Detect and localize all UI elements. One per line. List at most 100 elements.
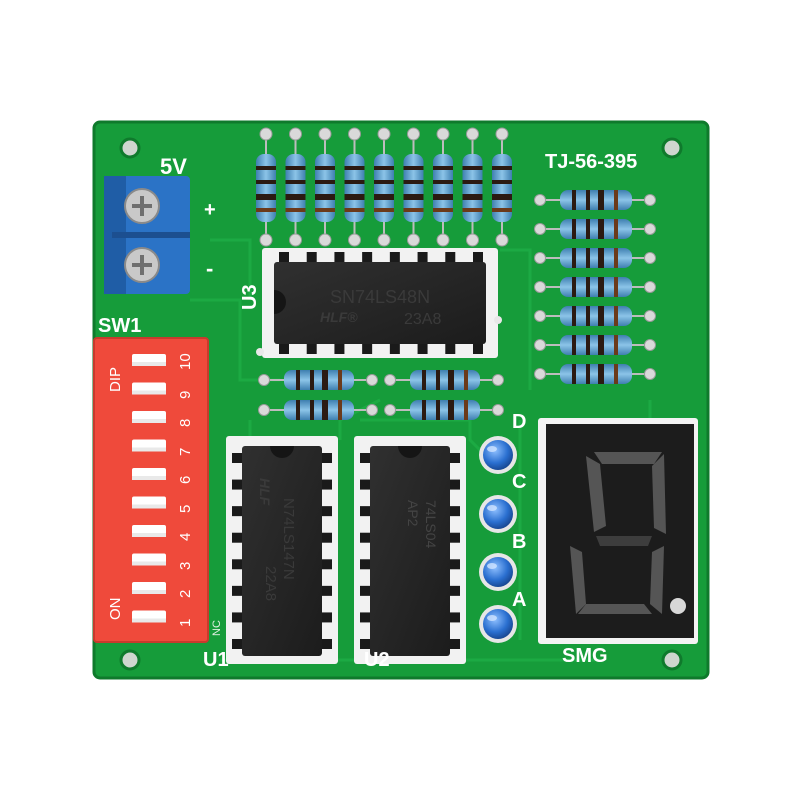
segment-e bbox=[570, 546, 586, 614]
resistor bbox=[492, 127, 512, 247]
mounting-hole-top-right bbox=[661, 137, 683, 159]
switch-ref-label: SW1 bbox=[98, 315, 142, 337]
resistor bbox=[433, 127, 453, 247]
dip-number: 3 bbox=[177, 561, 194, 570]
chip-pin bbox=[232, 559, 246, 570]
mounting-hole-bottom-right bbox=[661, 649, 683, 671]
chip-pin bbox=[306, 340, 317, 354]
led bbox=[479, 553, 517, 591]
u3-part-number: SN74LS48N bbox=[330, 287, 431, 307]
chip-pin bbox=[445, 340, 456, 354]
display-ref-label: SMG bbox=[562, 645, 608, 667]
resistor bbox=[256, 127, 276, 247]
led bbox=[479, 436, 517, 474]
chip-pin bbox=[318, 453, 332, 463]
chip-pin bbox=[279, 340, 289, 354]
chip-pin bbox=[389, 340, 400, 354]
u3-ref-label: U3 bbox=[239, 284, 261, 310]
chip-u1 bbox=[226, 436, 338, 664]
chip-pin bbox=[446, 479, 460, 490]
power-minus-label: - bbox=[206, 256, 214, 281]
resistor bbox=[534, 277, 656, 297]
dip-number: 8 bbox=[177, 418, 194, 427]
chip-pin bbox=[473, 340, 483, 354]
dip-number: 2 bbox=[177, 589, 194, 598]
dip-number: 9 bbox=[177, 390, 194, 399]
chip-pin bbox=[232, 585, 246, 596]
chip-pin bbox=[334, 340, 345, 354]
segment-f bbox=[586, 456, 606, 532]
dip-number: 5 bbox=[177, 504, 194, 513]
chip-pin bbox=[334, 252, 345, 266]
chip-pin bbox=[446, 453, 460, 463]
chip-pin bbox=[446, 559, 460, 570]
dip-number: 7 bbox=[177, 447, 194, 456]
chip-pin bbox=[360, 479, 374, 490]
chip-pin bbox=[362, 340, 373, 354]
dip-number: 4 bbox=[177, 532, 194, 541]
chip-pin bbox=[446, 639, 460, 649]
resistor bbox=[534, 190, 656, 210]
chip-pin bbox=[318, 559, 332, 570]
pad-via bbox=[494, 316, 502, 324]
resistor bbox=[534, 335, 656, 355]
resistor-array-right bbox=[534, 190, 656, 384]
chip-pin bbox=[318, 532, 332, 543]
u1-ref-label: U1 bbox=[203, 649, 229, 671]
u2-ref-label: U2 bbox=[364, 649, 390, 671]
seven-segment-display bbox=[538, 418, 698, 644]
chip-pin bbox=[360, 612, 374, 623]
u2-part-number: 74LS04 bbox=[423, 500, 439, 549]
segment-dp bbox=[670, 598, 686, 614]
chip-pin bbox=[318, 585, 332, 596]
chip-pin bbox=[417, 252, 428, 266]
chip-pin bbox=[279, 252, 289, 266]
dip-switch bbox=[93, 337, 209, 643]
chip-pin bbox=[417, 340, 428, 354]
chip-pin bbox=[446, 506, 460, 517]
resistor bbox=[384, 370, 504, 390]
dip-number: 10 bbox=[177, 353, 194, 370]
dip-label: DIP bbox=[107, 366, 124, 392]
chip-pin bbox=[232, 532, 246, 543]
resistor bbox=[403, 127, 424, 247]
chip-pin bbox=[446, 585, 460, 596]
led bbox=[479, 495, 517, 533]
resistor bbox=[285, 127, 306, 247]
resistor bbox=[534, 219, 656, 239]
led-label-c: C bbox=[512, 471, 527, 493]
segment-b bbox=[652, 454, 666, 534]
led-column bbox=[479, 436, 517, 643]
dip-levers bbox=[132, 354, 166, 623]
chip-pin bbox=[362, 252, 373, 266]
chip-pin bbox=[306, 252, 317, 266]
resistor bbox=[534, 248, 656, 268]
dip-number: 6 bbox=[177, 475, 194, 484]
pad-via bbox=[256, 348, 264, 356]
resistor bbox=[344, 127, 365, 247]
chip-pin bbox=[360, 506, 374, 517]
chip-pin bbox=[360, 532, 374, 543]
chip-u3 bbox=[262, 248, 498, 358]
resistor bbox=[374, 127, 394, 247]
chip-pin bbox=[232, 453, 246, 463]
resistor-array-vertical bbox=[256, 127, 512, 247]
led-label-b: B bbox=[512, 531, 527, 553]
board-model-label: TJ-56-395 bbox=[545, 151, 638, 173]
chip-pin bbox=[232, 479, 246, 490]
power-plus-label: + bbox=[204, 199, 216, 221]
chip-pin bbox=[446, 612, 460, 623]
resistor bbox=[534, 306, 656, 326]
u1-part-number: N74LS147N bbox=[280, 498, 297, 580]
resistor bbox=[258, 370, 378, 390]
led-label-a: A bbox=[512, 589, 527, 611]
chip-pin bbox=[360, 639, 374, 649]
dip-on-label: ON bbox=[107, 597, 124, 621]
u3-logo: HLF® bbox=[320, 309, 358, 325]
chip-pin bbox=[318, 506, 332, 517]
segment-a bbox=[594, 452, 662, 464]
chip-pin bbox=[318, 639, 332, 649]
chip-pin bbox=[360, 559, 374, 570]
power-label: 5V bbox=[160, 154, 187, 179]
